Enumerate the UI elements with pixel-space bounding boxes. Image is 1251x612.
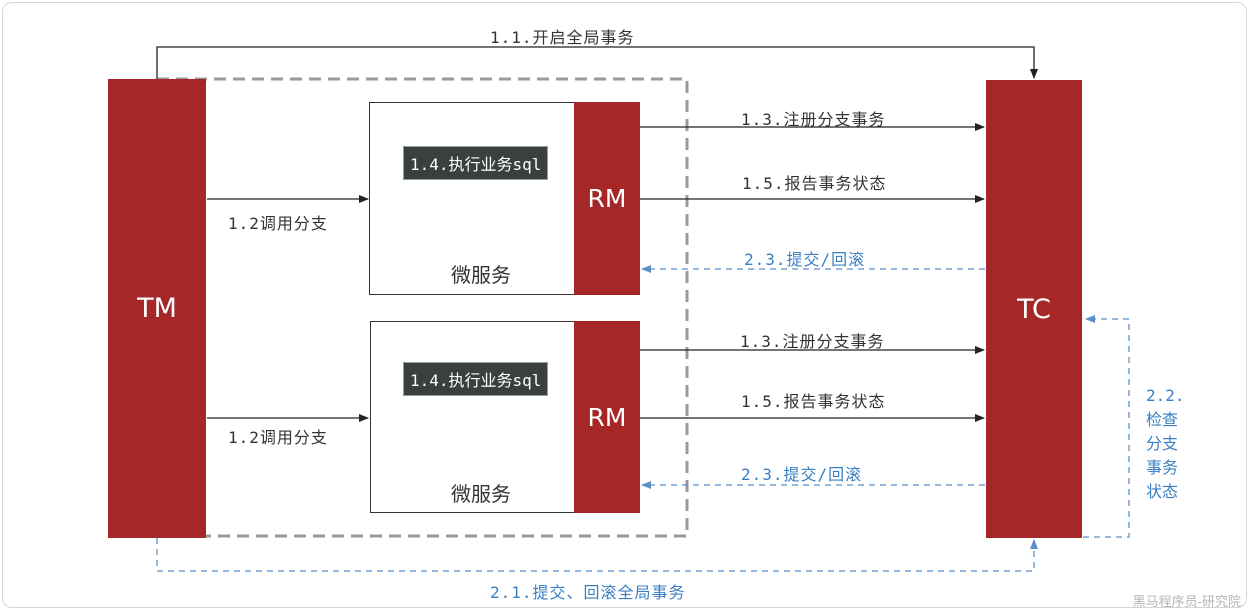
label-commit-bottom: 2.3.提交/回滚 [741,465,863,484]
microservice-label-bottom: 微服务 [451,482,511,506]
label-report-top: 1.5.报告事务状态 [742,174,887,193]
check-branch-line-3: 分支 [1146,434,1179,453]
label-register-bottom: 1.3.注册分支事务 [740,332,885,351]
arrow-commit-global [156,538,1038,572]
label-start-global: 1.1.开启全局事务 [490,28,635,47]
tc-block: TC [986,80,1082,538]
tm-label: TM [137,293,177,324]
microservice-bottom [370,321,576,513]
label-register-top: 1.3.注册分支事务 [741,110,886,129]
sql-label-top: 1.4.执行业务sql [403,146,549,180]
label-commit-global: 2.1.提交、回滚全局事务 [490,583,686,602]
tm-block: TM [108,79,206,538]
check-branch-line-5: 状态 [1146,482,1179,501]
microservice-top [369,102,575,295]
check-branch-line-1: 2.2. [1146,386,1185,405]
watermark: 黑马程序员-研究院 [1132,595,1241,610]
label-commit-top: 2.3.提交/回滚 [744,250,866,269]
arrow-start-global [156,46,1038,79]
tc-label: TC [1017,293,1051,325]
microservice-label-top: 微服务 [451,263,511,287]
arrow-check-branch [1083,315,1130,538]
rm-label-bottom: RM [587,402,627,432]
label-report-bottom: 1.5.报告事务状态 [741,392,886,411]
label-call-branch-top: 1.2调用分支 [228,214,328,233]
rm-block-top: RM [574,102,640,295]
rm-label-top: RM [587,184,627,213]
check-branch-line-2: 检查 [1146,410,1179,429]
label-check-branch: 2.2. 检查 分支 事务 状态 [1146,384,1185,504]
rm-block-bottom: RM [574,321,640,513]
sql-label-bottom: 1.4.执行业务sql [403,362,549,396]
label-call-branch-bottom: 1.2调用分支 [228,428,328,447]
check-branch-line-4: 事务 [1146,458,1179,477]
